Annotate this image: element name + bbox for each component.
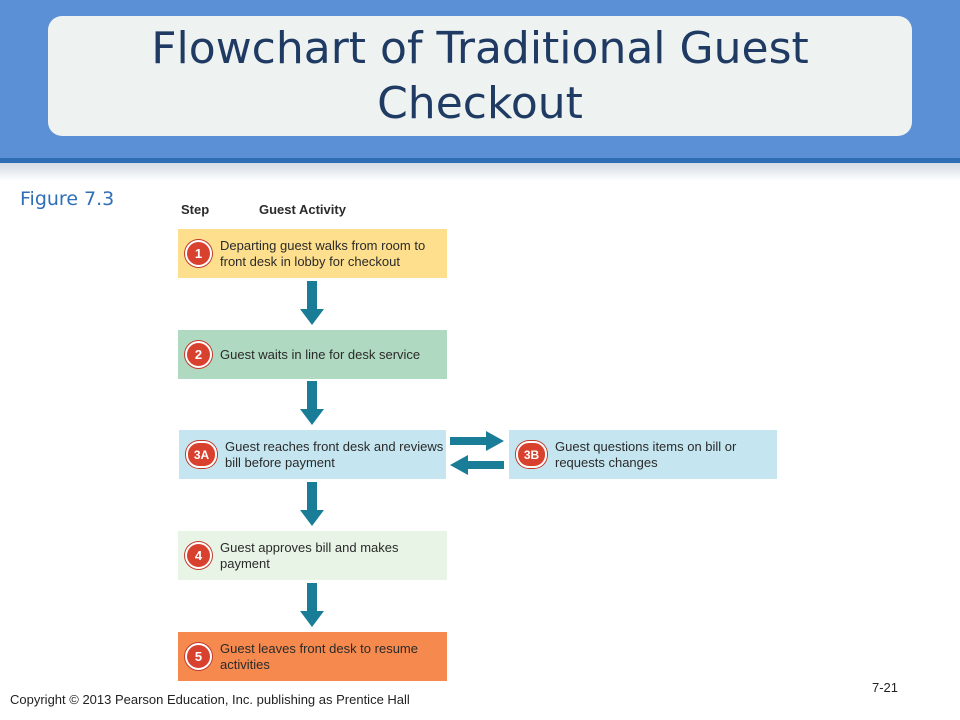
step-badge-1: 1 (185, 240, 212, 267)
step-box-3b: 3B Guest questions items on bill or requ… (509, 430, 777, 479)
arrow-right-icon (450, 431, 504, 451)
header-shadow (0, 163, 960, 181)
arrow-down-icon (300, 482, 324, 526)
arrow-left-icon (450, 455, 504, 475)
arrow-down-icon (300, 281, 324, 325)
step-box-3a: 3A Guest reaches front desk and reviews … (179, 430, 446, 479)
figure-label: Figure 7.3 (20, 188, 115, 210)
step-badge-5: 5 (185, 643, 212, 670)
column-header-step: Step (181, 202, 210, 217)
step-text-5: Guest leaves front desk to resume activi… (220, 640, 418, 672)
step-text-1: Departing guest walks from room to front… (220, 237, 426, 269)
step-text-2: Guest waits in line for desk service (220, 346, 421, 362)
step-badge-3b: 3B (516, 441, 547, 468)
slide-title: Flowchart of Traditional Guest Checkout (151, 23, 809, 129)
step-badge-3a: 3A (186, 441, 217, 468)
copyright-footer: Copyright © 2013 Pearson Education, Inc.… (10, 692, 410, 707)
arrow-down-icon (300, 381, 324, 425)
step-badge-2: 2 (185, 341, 212, 368)
step-badge-4: 4 (185, 542, 212, 569)
step-box-1: 1 Departing guest walks from room to fro… (178, 229, 447, 278)
step-box-2: 2 Guest waits in line for desk service (178, 330, 447, 379)
arrow-down-icon (300, 583, 324, 627)
step-box-4: 4 Guest approves bill and makes payment (178, 531, 447, 580)
step-text-4: Guest approves bill and makes payment (220, 539, 399, 571)
title-box: Flowchart of Traditional Guest Checkout (48, 16, 912, 136)
page-number: 7-21 (872, 680, 899, 695)
step-box-5: 5 Guest leaves front desk to resume acti… (178, 632, 447, 681)
step-text-3a: Guest reaches front desk and reviews bil… (225, 438, 444, 470)
column-header-activity: Guest Activity (259, 202, 346, 217)
header-divider (0, 158, 960, 163)
step-text-3b: Guest questions items on bill or request… (555, 438, 737, 470)
